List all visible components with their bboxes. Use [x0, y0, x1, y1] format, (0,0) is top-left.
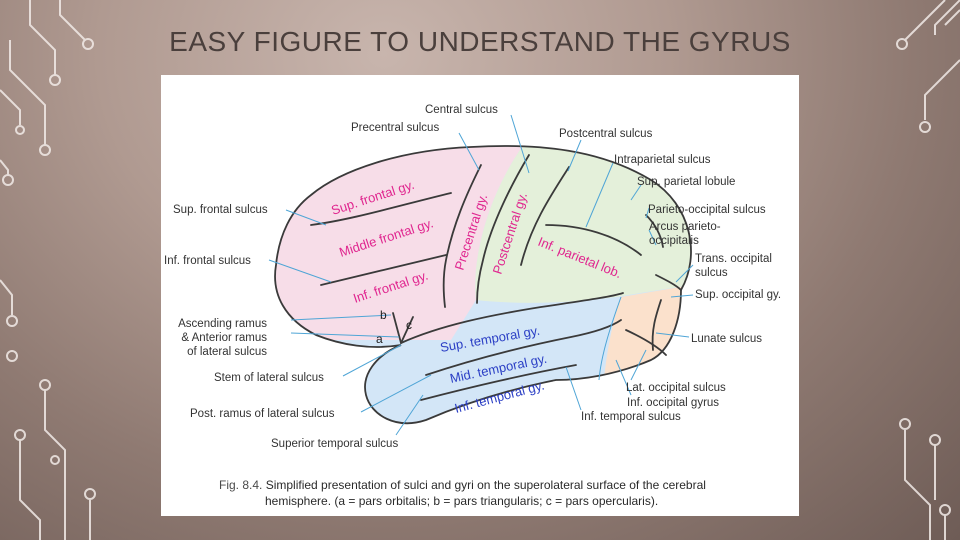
label-central-sulcus: Central sulcus: [425, 104, 498, 116]
label-parieto-occipital-sulcus: Parieto-occipital sulcus: [648, 204, 766, 216]
letter-b: b: [380, 308, 387, 322]
label-sup-occipital-gyrus: Sup. occipital gy.: [695, 289, 781, 301]
label-precentral-sulcus: Precentral sulcus: [351, 122, 439, 134]
label-stem-lateral: Stem of lateral sulcus: [214, 372, 324, 384]
caption-line-2: hemisphere. (a = pars orbitalis; b = par…: [265, 494, 659, 508]
inf-temporal-sulcus: [420, 364, 577, 401]
label-inf-frontal-sulcus: Inf. frontal sulcus: [164, 255, 251, 267]
lat-occipital-sulcus-line: [625, 329, 667, 356]
frontal-lobe: [275, 145, 531, 340]
temporal-occipital-border: [598, 296, 622, 381]
central-sulcus: [476, 154, 530, 304]
pointer-lines: [268, 114, 694, 436]
hemisphere-outline: [274, 145, 692, 425]
label-ascending-1: Ascending ramus: [178, 318, 267, 330]
label-trans-occipital-2: sulcus: [695, 267, 728, 279]
brain-diagram: Central sulcus Precentral sulcus Postcen…: [164, 104, 781, 450]
label-post-ramus: Post. ramus of lateral sulcus: [190, 408, 335, 420]
label-lunate-sulcus: Lunate sulcus: [691, 333, 762, 345]
trans-occipital-sulcus-line: [655, 274, 682, 291]
label-arcus-2: occipitalis: [649, 235, 699, 247]
label-lat-occipital-sulcus: Lat. occipital sulcus: [626, 382, 726, 394]
postcentral-sulcus: [520, 166, 570, 266]
label-sup-temporal-sulcus: Superior temporal sulcus: [271, 438, 398, 450]
label-ascending-3: of lateral sulcus: [187, 346, 267, 358]
sup-temporal-sulcus: [425, 319, 622, 376]
slide-title: EASY FIGURE TO UNDERSTAND THE GYRUS: [169, 26, 791, 57]
label-sup-parietal-lobule: Sup. parietal lobule: [637, 176, 735, 188]
caption-line-1: Simplified presentation of sulci and gyr…: [262, 478, 706, 492]
ascending-ramus-line: [392, 312, 402, 344]
label-postcentral-sulcus: Postcentral sulcus: [559, 128, 653, 140]
intraparietal-sulcus: [545, 224, 642, 256]
parieto-occipital-sulcus: [645, 214, 664, 248]
label-sup-frontal-sulcus: Sup. frontal sulcus: [173, 204, 268, 216]
caption-fig-number: Fig. 8.4.: [219, 478, 263, 492]
inf-frontal-sulcus: [320, 254, 447, 286]
letter-c: c: [406, 318, 412, 332]
label-trans-occipital-1: Trans. occipital: [695, 253, 772, 265]
figure-caption: Fig. 8.4. Simplified presentation of sul…: [219, 477, 789, 509]
lateral-sulcus: [400, 292, 624, 344]
label-inf-temporal-sulcus: Inf. temporal sulcus: [581, 411, 681, 423]
sup-frontal-sulcus: [310, 192, 452, 226]
label-inf-occipital-gyrus: Inf. occipital gyrus: [627, 397, 719, 409]
label-arcus-1: Arcus parieto-: [649, 221, 721, 233]
precentral-sulcus: [442, 164, 482, 308]
brain-figure-panel: Central sulcus Precentral sulcus Postcen…: [161, 75, 799, 516]
label-intraparietal-sulcus: Intraparietal sulcus: [614, 154, 711, 166]
anterior-ramus-line: [400, 316, 414, 344]
label-ascending-2: & Anterior ramus: [181, 332, 267, 344]
letter-a: a: [376, 332, 383, 346]
